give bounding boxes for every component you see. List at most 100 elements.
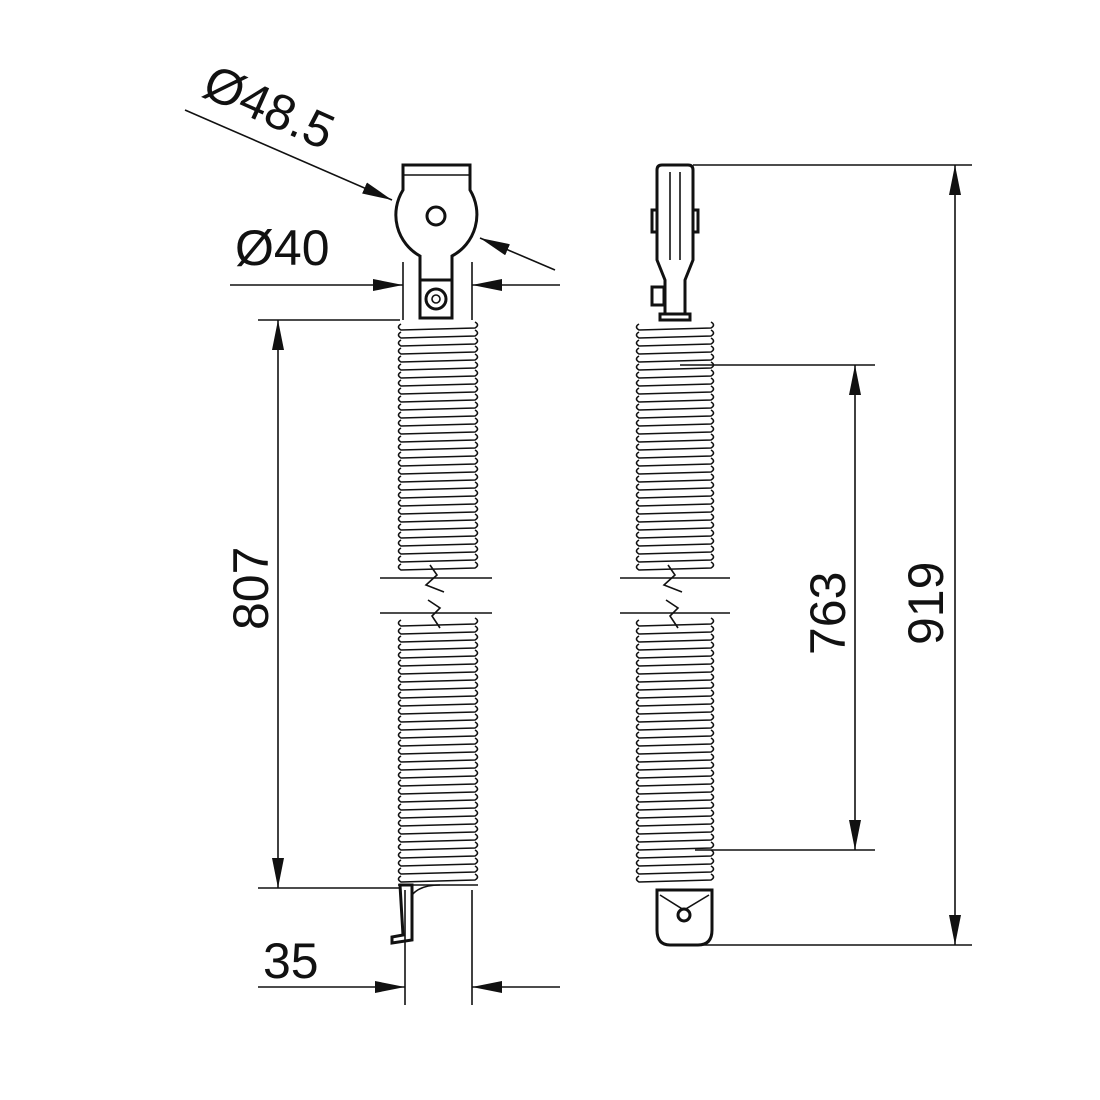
coil [397,409,479,419]
coil [397,441,479,451]
coil [635,721,715,731]
coil [397,849,479,859]
coil [635,753,715,763]
mounting-hole [425,205,447,227]
coil [635,337,715,347]
coil [635,801,715,811]
coil [397,713,479,723]
coil [397,377,479,387]
spring-coils-front [397,321,479,883]
coil [635,513,715,523]
coil [397,481,479,491]
coil [635,345,715,355]
coil [635,489,715,499]
coil [397,665,479,675]
coil [397,865,479,875]
side-view [620,163,730,947]
coil [397,329,479,339]
coil [397,809,479,819]
coil [397,321,479,331]
coil [635,329,715,339]
coil [397,705,479,715]
coil [635,649,715,659]
coil [397,497,479,507]
coil [635,473,715,483]
coil [397,401,479,411]
coil [635,689,715,699]
coil [635,817,715,827]
top-fitting-side [650,163,700,322]
coil [635,697,715,707]
coil [635,377,715,387]
left-length-label: 807 [223,547,279,630]
coil [635,777,715,787]
coil [635,785,715,795]
coil [635,737,715,747]
coil [397,417,479,427]
break-mark-front [380,564,492,629]
coil [635,825,715,835]
coil [635,393,715,403]
dim-bottom-width: 35 [258,890,560,1005]
coil [635,857,715,867]
coil [635,505,715,515]
coil [397,345,479,355]
inner-length-label: 763 [800,572,856,655]
coil [397,385,479,395]
break-mark-side [620,564,730,629]
coil [635,497,715,507]
coil [397,425,479,435]
coil [397,761,479,771]
bottom-hook-front [390,883,478,945]
coil [397,473,479,483]
coil [397,681,479,691]
coil [635,545,715,555]
coil [397,793,479,803]
coil [397,553,479,563]
coil [635,793,715,803]
coil [397,745,479,755]
coil [635,449,715,459]
coil [397,673,479,683]
coil [397,361,479,371]
coil [397,801,479,811]
coil [635,713,715,723]
overall-length-label: 919 [898,562,954,645]
coil [635,641,715,651]
coil [397,777,479,787]
coil [635,553,715,563]
coil [397,449,479,459]
coil [397,433,479,443]
coil [397,521,479,531]
coil [635,761,715,771]
coil [635,537,715,547]
coil [397,785,479,795]
coil [635,369,715,379]
coil [635,617,715,627]
coil [635,769,715,779]
coil [397,729,479,739]
inner-diameter-label: Ø40 [235,220,330,276]
coil [397,393,479,403]
coil [397,513,479,523]
coil [397,769,479,779]
coil [397,489,479,499]
coil [635,457,715,467]
coil [397,857,479,867]
coil [635,417,715,427]
coil [635,729,715,739]
coil [397,737,479,747]
coil [397,545,479,555]
coil [635,425,715,435]
dim-inner-diameter: Ø40 [230,220,560,320]
coil [397,337,479,347]
bolt-icon [424,287,448,311]
coil [397,873,479,883]
coil [635,441,715,451]
top-fitting-front [394,163,479,320]
coil [635,361,715,371]
bottom-eye-side [655,888,714,947]
coil [397,721,479,731]
coil [635,665,715,675]
